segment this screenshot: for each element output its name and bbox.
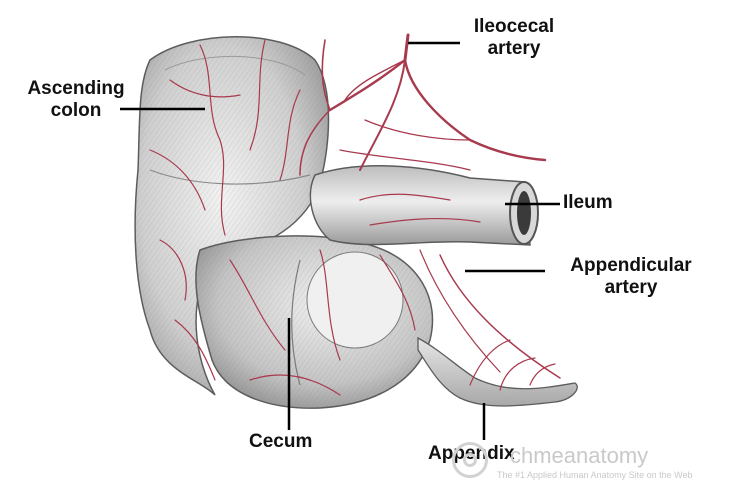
appendix-shape — [417, 336, 578, 407]
label-appendicular-artery: Appendicular artery — [552, 255, 710, 299]
label-ileum: Ileum — [563, 192, 613, 213]
ileum-shape — [309, 165, 539, 246]
label-ileocecal-artery: Ileocecal artery — [464, 16, 564, 60]
watermark-brand: chmeanatomy — [510, 443, 649, 468]
label-appendicular-artery-line1: Appendicular — [570, 255, 692, 276]
label-ileocecal-artery-line1: Ileocecal — [473, 16, 555, 37]
leader-lines — [120, 41, 560, 440]
watermark-tagline: The #1 Applied Human Anatomy Site on the… — [497, 470, 693, 480]
label-ascending-colon-line1: Ascending — [27, 78, 125, 99]
label-ileocecal-artery-line2: artery — [487, 38, 541, 59]
label-cecum: Cecum — [249, 431, 313, 452]
label-ascending-colon-line2: colon — [50, 100, 102, 121]
watermark-logo-icon — [452, 442, 488, 478]
ileocecal-artery-vessels — [299, 33, 547, 176]
label-appendicular-artery-line2: artery — [604, 277, 658, 298]
colon-vessel-network — [149, 39, 561, 396]
label-ascending-colon: Ascending colon — [20, 78, 132, 122]
